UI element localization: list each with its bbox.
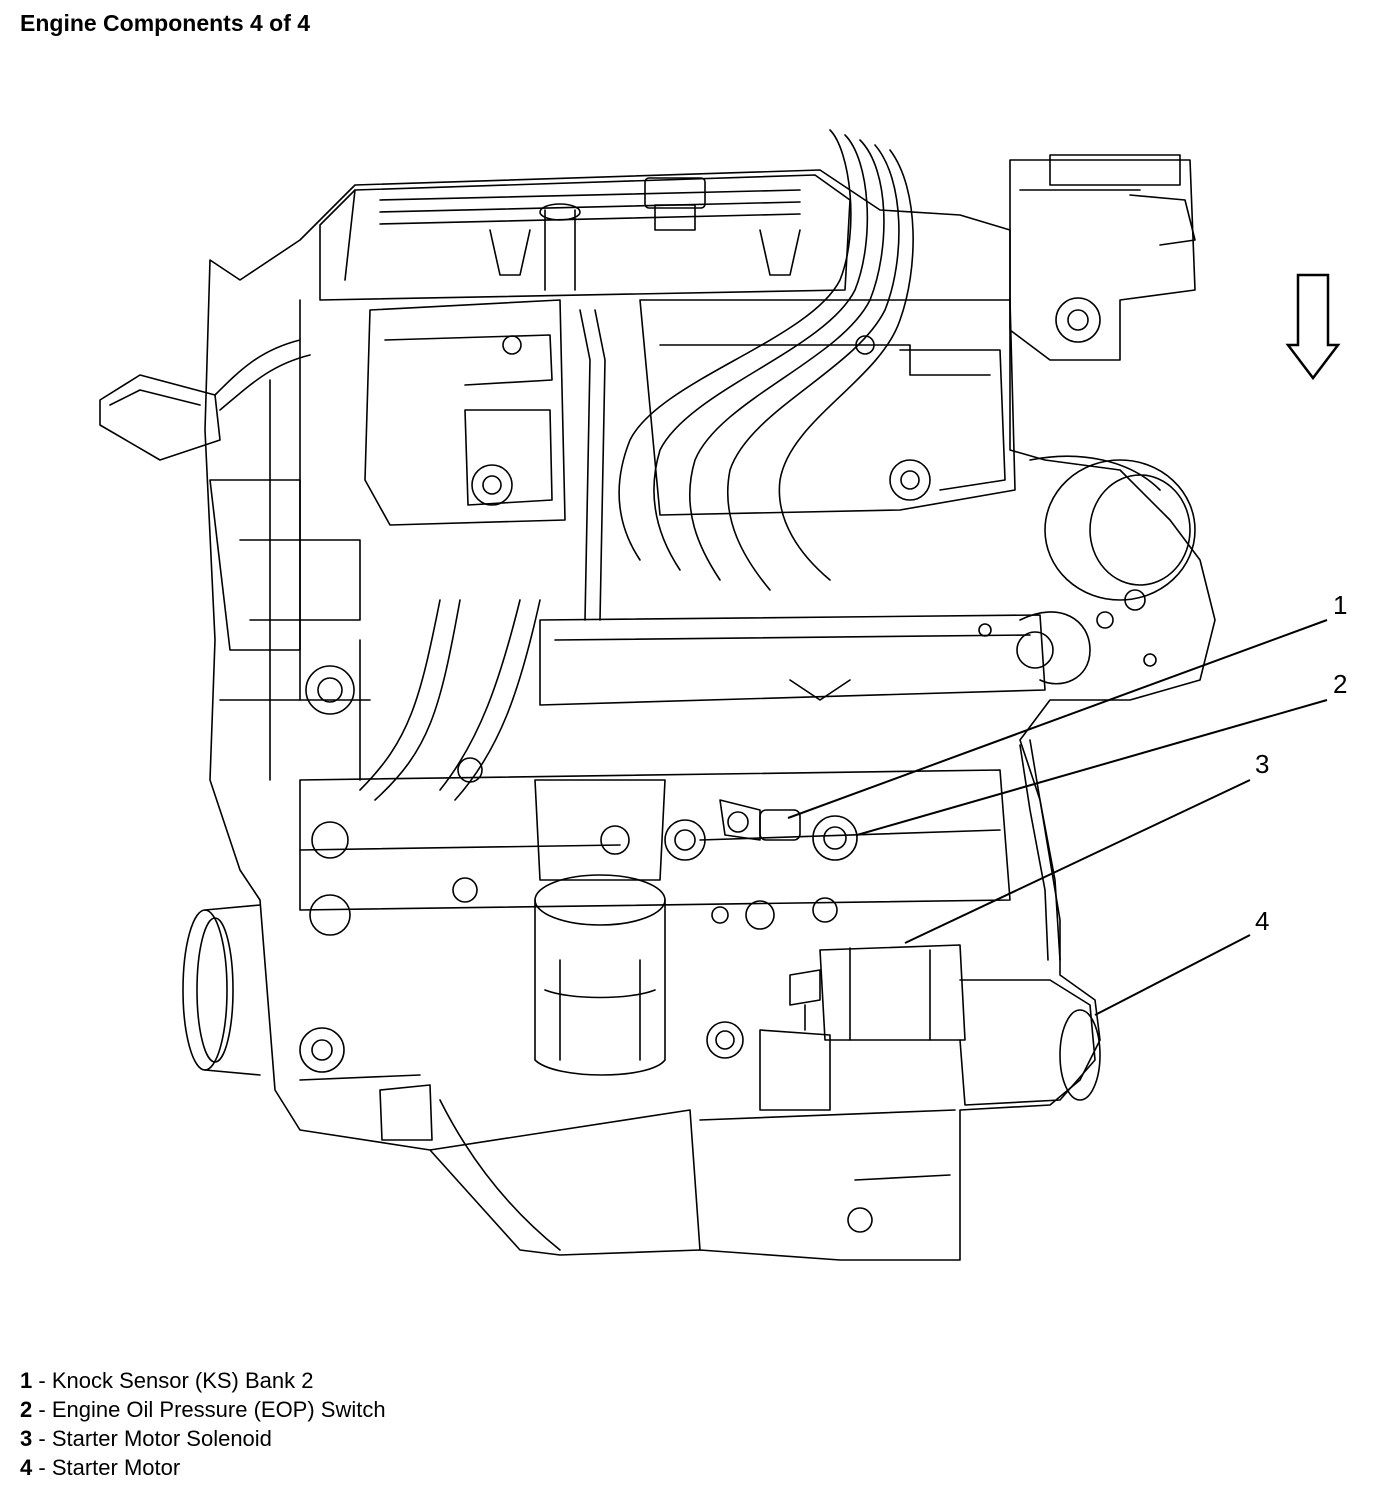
- legend-separator: -: [32, 1455, 52, 1480]
- legend-label: Starter Motor: [51, 1455, 181, 1480]
- callout-number-2: 2: [1333, 669, 1347, 699]
- leader-line-1: [787, 619, 1328, 819]
- legend-separator: -: [32, 1397, 52, 1422]
- legend-item: 2 - Engine Oil Pressure (EOP) Switch: [20, 1395, 386, 1424]
- leader-line-4: [1094, 934, 1251, 1016]
- callout-number-3: 3: [1255, 749, 1269, 779]
- engine-diagram: 1 2 3 4: [0, 0, 1347, 1340]
- legend-label: Starter Motor Solenoid: [51, 1426, 272, 1451]
- legend-separator: -: [32, 1426, 52, 1451]
- legend-number: 3: [20, 1426, 33, 1451]
- down-arrow-icon: [1285, 273, 1341, 381]
- legend: 1 - Knock Sensor (KS) Bank 2 2 - Engine …: [20, 1366, 386, 1482]
- legend-item: 3 - Starter Motor Solenoid: [20, 1424, 386, 1453]
- callout-leaders: [787, 619, 1328, 1016]
- engine-illustration: [100, 130, 1215, 1260]
- legend-number: 2: [20, 1397, 33, 1422]
- callout-number-1: 1: [1333, 590, 1347, 620]
- callout-number-4: 4: [1255, 906, 1269, 936]
- leader-line-2: [856, 699, 1328, 836]
- legend-label: Engine Oil Pressure (EOP) Switch: [51, 1397, 386, 1422]
- legend-number: 1: [20, 1368, 33, 1393]
- legend-label: Knock Sensor (KS) Bank 2: [51, 1368, 314, 1393]
- legend-number: 4: [20, 1455, 33, 1480]
- legend-item: 1 - Knock Sensor (KS) Bank 2: [20, 1366, 386, 1395]
- leader-line-3: [904, 779, 1251, 944]
- legend-separator: -: [32, 1368, 52, 1393]
- legend-item: 4 - Starter Motor: [20, 1453, 386, 1482]
- page-title: Engine Components 4 of 4: [20, 10, 311, 36]
